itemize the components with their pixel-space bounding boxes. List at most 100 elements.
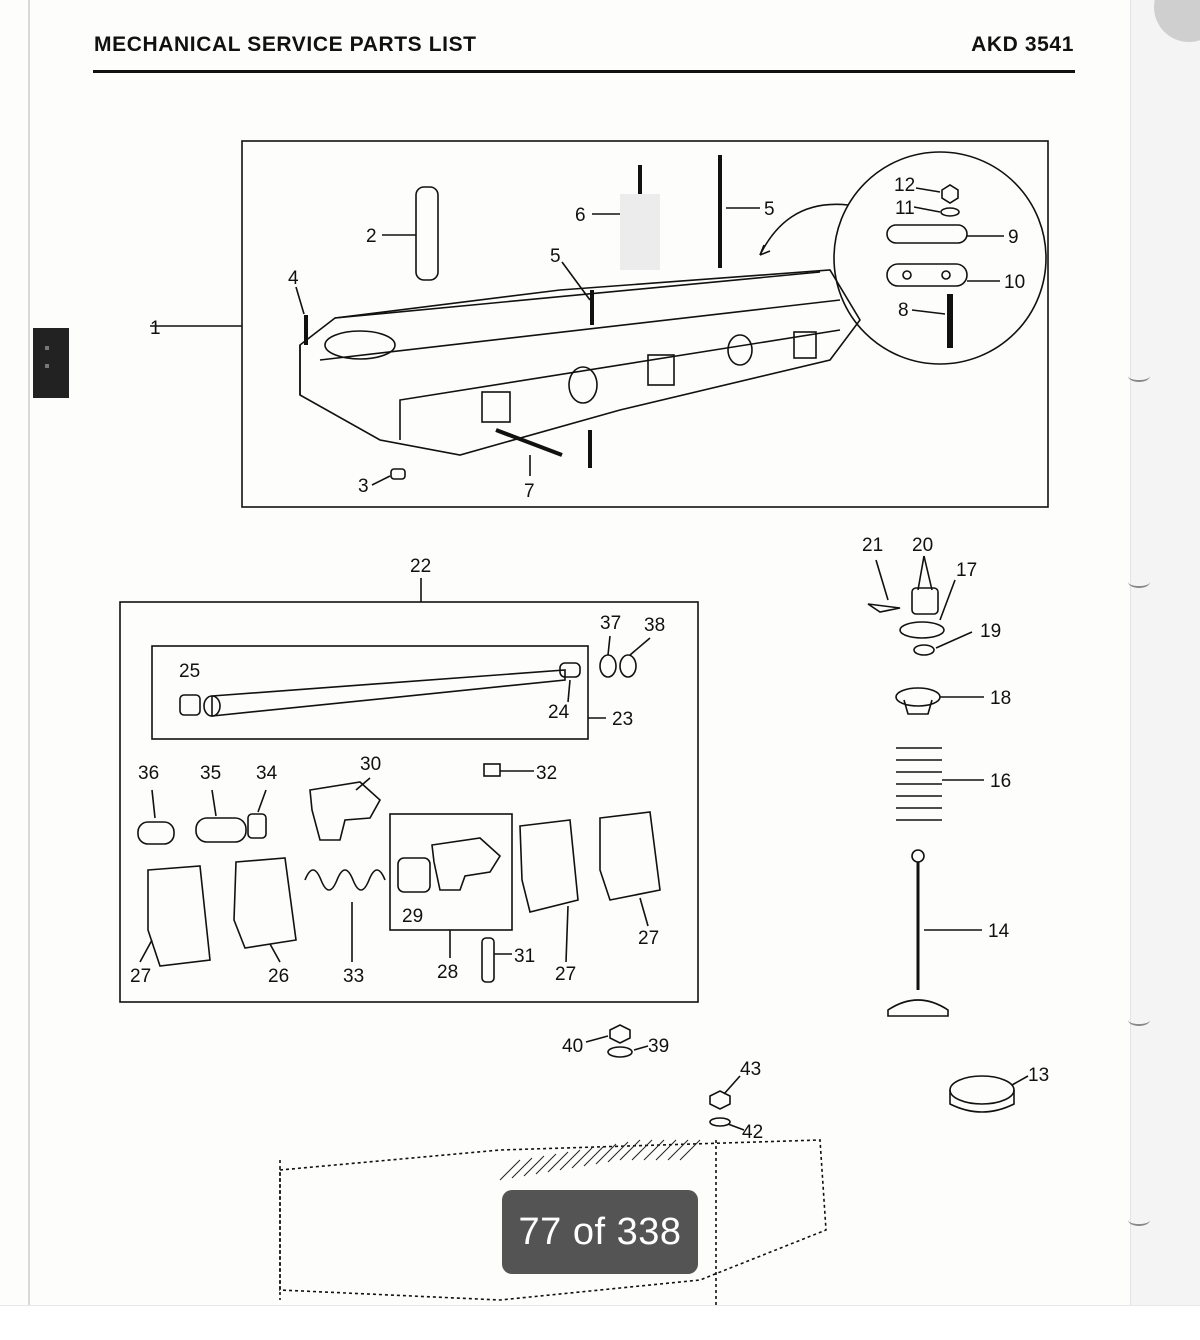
callout-20: 20 [912,535,933,556]
cotters-20 [911,587,939,615]
detail-circle [833,151,1047,365]
plug-24 [559,662,581,678]
rocker-shaft [211,669,566,717]
screw-31 [481,937,495,983]
page-counter-badge: 77 of 338 [502,1190,698,1274]
callout-38: 38 [644,615,665,636]
plug-25 [179,694,201,716]
callout-26: 26 [268,966,289,987]
valve-head [887,999,949,1017]
callout-22: 22 [410,556,431,577]
callout-40: 40 [562,1036,583,1057]
page-edge-mark [1128,370,1150,382]
port-1 [324,330,396,360]
pedestal-27c [599,811,661,901]
callout-9: 9 [1008,227,1019,248]
rocker-shaft-frame [151,645,589,740]
callout-6: 6 [575,205,586,226]
callout-8: 8 [898,300,909,321]
callout-12: 12 [894,175,915,196]
callout-7: 7 [524,481,535,502]
callout-11: 11 [895,198,915,219]
callout-23: 23 [612,709,633,730]
rocker-assembly-frame [119,601,699,1003]
callout-19: 19 [980,621,1001,642]
pedestal-26 [233,857,297,949]
callout-31: 31 [514,946,535,967]
detail-arrow [759,203,849,256]
page-title: MECHANICAL SERVICE PARTS LIST [94,33,477,56]
port-6 [793,331,817,359]
plate-10 [886,263,968,287]
callout-5: 5 [764,199,775,220]
callout-3: 3 [358,476,369,497]
callout-18: 18 [990,688,1011,709]
nut-32 [483,763,501,777]
pedestal-27b [519,819,579,913]
callout-1: 1 [150,318,161,339]
callout-30: 30 [360,754,381,775]
rocker-subassembly-frame [389,813,513,931]
callout-36: 36 [138,763,159,784]
bush-34 [247,813,267,839]
callout-5-b: 5 [550,246,561,267]
washer-11 [940,207,960,217]
callout-27-b: 27 [555,964,576,985]
cap-17 [899,621,945,639]
callout-29: 29 [402,906,423,927]
plate-36 [137,821,175,845]
spring-33 [304,869,386,891]
page-tab-marker [33,328,69,398]
nut-12 [941,184,959,204]
clip-21 [867,603,901,613]
callout-24: 24 [548,702,570,723]
callout-42: 42 [742,1122,763,1143]
port-3 [727,334,753,366]
callout-27-c: 27 [638,928,659,949]
stud-7 [495,428,563,457]
cylinder-head-body [299,269,861,456]
callout-27-a: 27 [130,966,151,987]
seal-19 [913,644,935,656]
callout-10: 10 [1004,272,1025,293]
cup-18 [895,687,941,707]
page-edge-mark [1128,1214,1150,1226]
bush-29 [397,857,431,893]
callout-35: 35 [200,763,221,784]
callout-17: 17 [956,560,977,581]
rocker-arm [431,837,502,891]
nut-43 [709,1090,731,1110]
spring-16 [896,747,942,821]
page-left-edge [28,0,30,1305]
callout-13: 13 [1028,1065,1049,1086]
header-rule [93,70,1075,73]
callout-33: 33 [343,966,364,987]
corner-menu-button[interactable] [1154,0,1200,42]
dowel-2 [415,186,439,281]
document-code: AKD 3541 [971,33,1074,56]
document-page: MECHANICAL SERVICE PARTS LIST AKD 3541 [28,0,1131,1305]
port-4 [481,391,511,423]
oil-seal-13 [949,1075,1015,1105]
callout-28: 28 [437,962,458,983]
callout-43: 43 [740,1059,761,1080]
callout-34: 34 [256,763,278,784]
washer-38 [619,654,637,678]
callout-21: 21 [862,535,883,556]
cylinder-head-frame [241,140,1049,508]
valve-tip [911,849,925,863]
callout-16: 16 [990,771,1011,792]
callout-2: 2 [366,226,377,247]
callout-25: 25 [179,661,200,682]
tab-washer-9 [886,224,968,244]
callout-39: 39 [648,1036,669,1057]
plate-35 [195,817,247,843]
viewer-bottom-bar [0,1305,1200,1340]
callout-14: 14 [988,921,1010,942]
nut-40 [609,1024,631,1044]
washer-42 [709,1117,731,1127]
port-2 [568,366,598,404]
page-edge-mark [1128,576,1150,588]
page-edge-mark [1128,1014,1150,1026]
